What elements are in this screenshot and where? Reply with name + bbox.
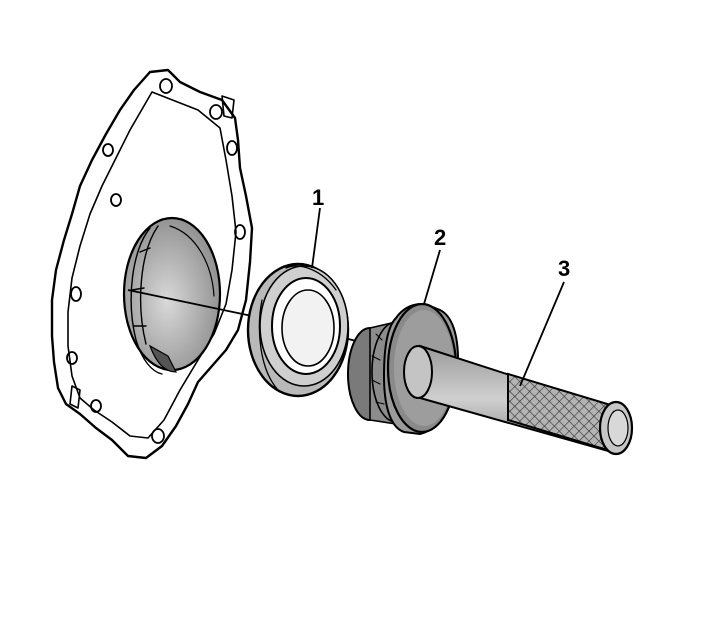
bolt-holes <box>66 78 246 444</box>
callout-2: 2 <box>434 225 446 250</box>
callout-3: 3 <box>558 256 570 281</box>
seal <box>246 262 350 398</box>
housing-cover <box>50 68 254 460</box>
housing-bore <box>122 216 222 375</box>
installer-handle <box>403 344 634 456</box>
leader-lines <box>311 207 565 387</box>
callout-1: 1 <box>312 185 324 210</box>
